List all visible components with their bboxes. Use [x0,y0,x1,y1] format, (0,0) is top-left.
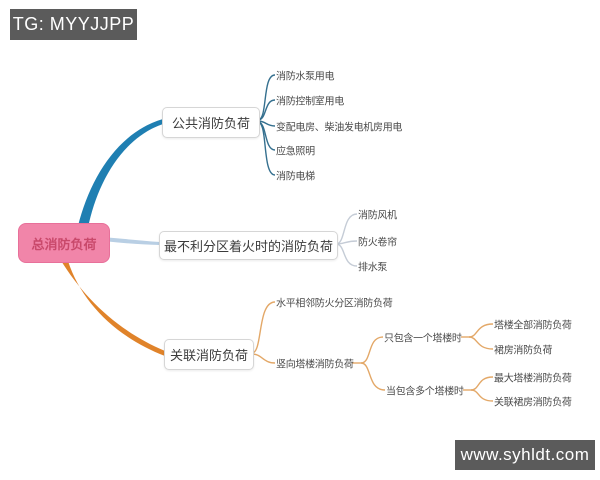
related-connectors [251,301,494,402]
branch-node-public-fire-load: 公共消防负荷 [162,107,260,138]
branch-node-related-fire-load: 关联消防负荷 [164,339,254,370]
leaf-related-podium-fire-load: 关联裙房消防负荷 [494,397,572,409]
leaf-fire-shutter: 防火卷帘 [358,237,397,249]
leaf-fire-elevator: 消防电梯 [276,171,315,183]
leaf-horizontal-adjacent-zone-load: 水平相邻防火分区消防负荷 [276,298,393,310]
root-node-total-fire-load: 总消防负荷 [18,223,110,263]
worst-leaf-connectors [335,213,358,267]
branch-curve-worst [108,237,160,245]
leaf-fire-fan: 消防风机 [358,210,397,222]
watermark-website: www.syhldt.com [455,440,595,470]
leaf-fire-pump-power: 消防水泵用电 [276,71,335,83]
leaf-largest-tower-fire-load: 最大塔楼消防负荷 [494,373,572,385]
branch-node-public-label: 公共消防负荷 [171,116,250,131]
leaf-tower-full-fire-load: 塔楼全部消防负荷 [494,320,572,332]
watermark-telegram: TG: MYYJJPP [10,9,137,40]
leaf-substation-generator-power: 变配电房、柴油发电机房用电 [276,122,403,134]
watermark-website-text: www.syhldt.com [460,445,590,464]
leaf-single-tower-case: 只包含一个塔楼时 [384,333,462,345]
leaf-fire-control-room-power: 消防控制室用电 [276,96,344,108]
branch-node-related-label: 关联消防负荷 [169,348,248,363]
public-leaf-connectors [257,74,276,176]
branch-curve-related [60,259,165,356]
leaf-podium-fire-load: 裙房消防负荷 [494,345,553,357]
leaf-drainage-pump: 排水泵 [358,262,388,274]
leaf-vertical-tower-load: 竖向塔楼消防负荷 [276,359,354,371]
root-node-label: 总消防负荷 [31,236,97,252]
leaf-emergency-lighting: 应急照明 [276,146,315,158]
branch-node-worst-zone-fire-load: 最不利分区着火时的消防负荷 [159,231,338,260]
branch-curve-public [78,119,163,228]
branch-node-worst-label: 最不利分区着火时的消防负荷 [163,239,333,254]
watermark-telegram-text: TG: MYYJJPP [12,14,135,34]
leaf-multi-tower-case: 当包含多个塔楼时 [386,386,464,398]
